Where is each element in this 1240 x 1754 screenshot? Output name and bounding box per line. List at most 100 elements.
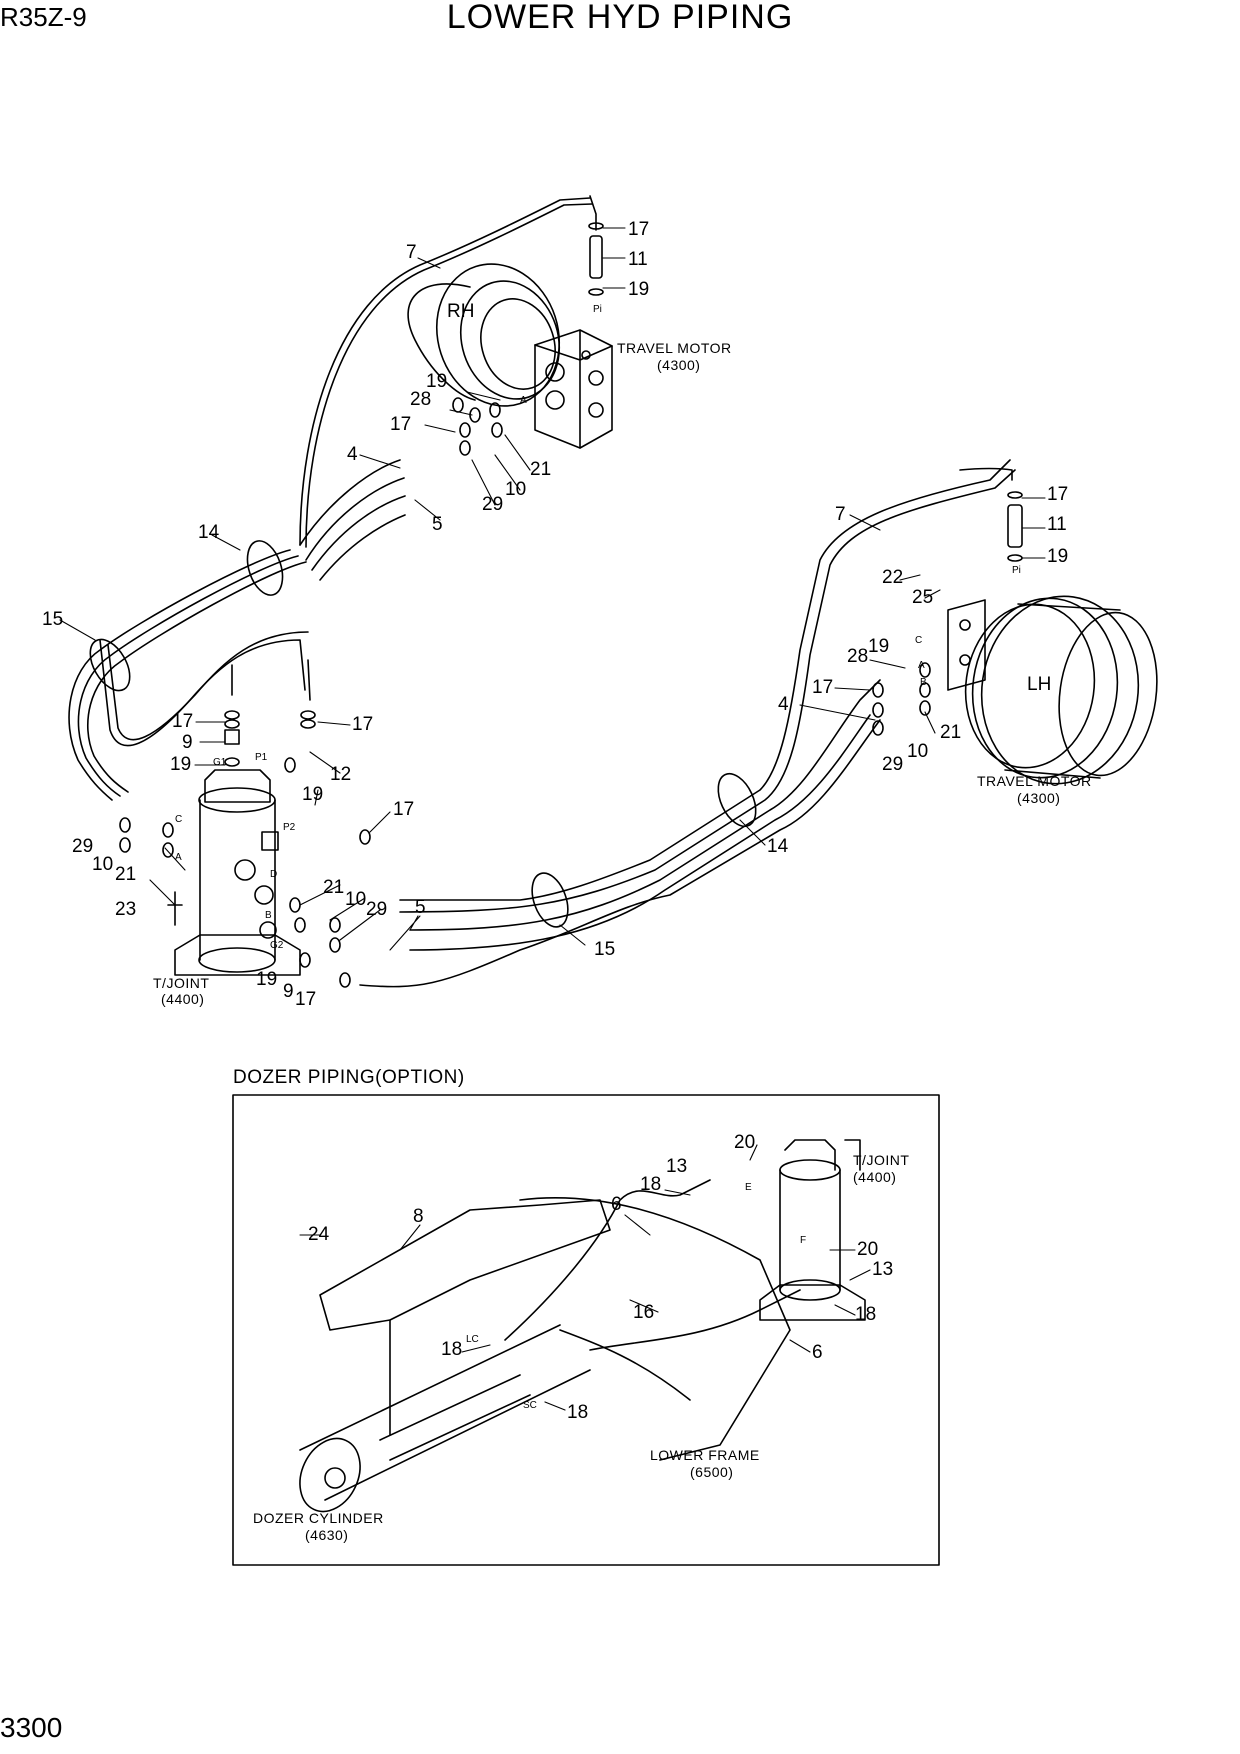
callout: 10 xyxy=(907,741,928,762)
callout: 6 xyxy=(812,1342,823,1363)
dozer-piping-frame xyxy=(232,1094,940,1566)
callout: 19 xyxy=(426,371,447,392)
port-tag: A xyxy=(520,395,527,406)
callout: 14 xyxy=(767,836,789,857)
travel-motor-rh-label: TRAVEL MOTOR xyxy=(617,340,732,356)
callout: 17 xyxy=(1047,484,1068,505)
component-labels: RH LH TRAVEL MOTOR (4300) TRAVEL MOTOR (… xyxy=(153,301,1092,1543)
rh-travel-motor xyxy=(407,263,613,449)
callout: 10 xyxy=(345,889,366,910)
callout: 29 xyxy=(482,494,503,515)
port-tag: P2 xyxy=(283,822,296,833)
port-tag: F xyxy=(800,1235,806,1246)
callout: 21 xyxy=(323,877,344,898)
port-tag: B xyxy=(265,910,272,921)
tjoint-code: (4400) xyxy=(161,991,204,1007)
callout: 14 xyxy=(198,522,220,543)
port-tag: E xyxy=(745,1182,752,1193)
callout: 16 xyxy=(633,1302,654,1323)
callout: 18 xyxy=(441,1339,462,1360)
lh-label: LH xyxy=(1027,674,1051,695)
rh-label: RH xyxy=(447,301,474,322)
port-tag: LC xyxy=(466,1334,479,1345)
callout: 4 xyxy=(778,694,789,715)
upper-pipe-runs xyxy=(68,195,1016,988)
lower-frame-code: (6500) xyxy=(690,1464,733,1480)
callout: 18 xyxy=(855,1304,876,1325)
port-tag: C xyxy=(175,814,182,825)
lh-travel-motor xyxy=(947,595,1158,785)
callout: 29 xyxy=(72,836,93,857)
callout: 28 xyxy=(410,389,431,410)
port-tag: C xyxy=(915,635,922,646)
tjoint-label: T/JOINT xyxy=(153,975,209,991)
port-tag: A xyxy=(175,852,182,863)
callout: 17 xyxy=(172,711,193,732)
callout: 28 xyxy=(847,646,868,667)
callout: 21 xyxy=(940,722,961,743)
page-title: LOWER HYD PIPING xyxy=(446,0,794,36)
callout: 21 xyxy=(115,864,136,885)
travel-motor-lh-label: TRAVEL MOTOR xyxy=(977,773,1092,789)
callout: 9 xyxy=(283,981,294,1002)
callout: 12 xyxy=(330,764,351,785)
callout: 15 xyxy=(594,939,615,960)
port-tag: D xyxy=(270,869,277,880)
dozer-cylinder-code: (4630) xyxy=(305,1527,348,1543)
tjoint-swivel xyxy=(174,769,301,976)
callout: 25 xyxy=(912,587,933,608)
callout: 7 xyxy=(835,504,846,525)
port-tag: SC xyxy=(523,1400,537,1411)
dozer-section-title: DOZER PIPING(OPTION) xyxy=(233,1067,465,1088)
callout: 11 xyxy=(1047,514,1067,535)
fittings xyxy=(119,222,1023,988)
page-number: 3300 xyxy=(0,1712,63,1743)
callout: 29 xyxy=(882,754,903,775)
callout: 19 xyxy=(628,279,649,300)
callout: 17 xyxy=(352,714,373,735)
callout: 13 xyxy=(872,1259,893,1280)
callout: 22 xyxy=(882,567,903,588)
callout: 18 xyxy=(640,1174,661,1195)
callout: 10 xyxy=(505,479,526,500)
callout: 15 xyxy=(42,609,63,630)
callout: 19 xyxy=(302,784,323,805)
callout: 11 xyxy=(628,249,648,270)
dozer-tjoint-code: (4400) xyxy=(853,1169,896,1185)
port-tag: Pi xyxy=(593,304,602,315)
callout: 9 xyxy=(182,732,193,753)
travel-motor-rh-code: (4300) xyxy=(657,357,700,373)
lower-frame-label: LOWER FRAME xyxy=(650,1447,760,1463)
callout: 20 xyxy=(857,1239,878,1260)
callout: 5 xyxy=(432,514,443,535)
port-tag: A xyxy=(918,660,925,671)
port-tag: G1 xyxy=(213,757,227,768)
callout: 10 xyxy=(92,854,113,875)
dozer-tjoint-label: T/JOINT xyxy=(853,1152,909,1168)
callout: 17 xyxy=(812,677,833,698)
callout: 17 xyxy=(628,219,649,240)
callout: 20 xyxy=(734,1132,755,1153)
port-tag: G2 xyxy=(270,940,284,951)
callout: 29 xyxy=(366,899,387,920)
callout: 19 xyxy=(256,969,277,990)
leader-lines xyxy=(59,227,1046,1411)
callout: 13 xyxy=(666,1156,687,1177)
callout: 19 xyxy=(170,754,191,775)
callout: 17 xyxy=(390,414,411,435)
callout: 19 xyxy=(868,636,889,657)
callout: 21 xyxy=(530,459,551,480)
callout: 17 xyxy=(393,799,414,820)
travel-motor-lh-code: (4300) xyxy=(1017,790,1060,806)
callout: 5 xyxy=(415,897,426,918)
callout: 18 xyxy=(567,1402,588,1423)
callout: 6 xyxy=(611,1194,622,1215)
callout: 19 xyxy=(1047,546,1068,567)
callout: 4 xyxy=(347,444,358,465)
port-tag: P1 xyxy=(255,752,268,763)
dozer-cylinder-label: DOZER CYLINDER xyxy=(253,1510,384,1526)
port-tag: B xyxy=(920,677,927,688)
callout: 7 xyxy=(406,242,417,263)
